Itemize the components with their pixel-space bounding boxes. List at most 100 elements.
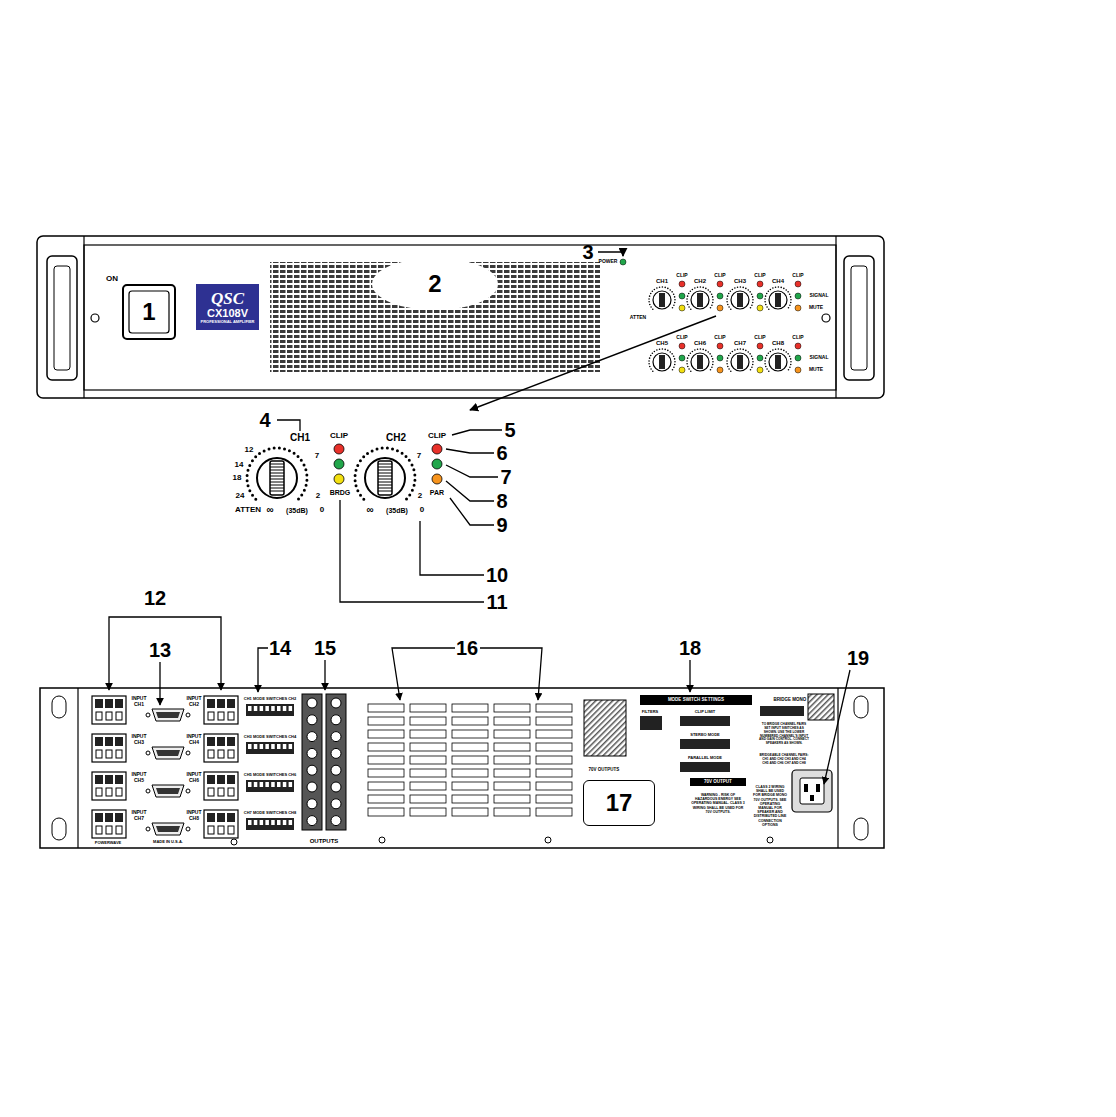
panel-label: CH3 MODE SWITCHES CH4 [244,735,296,739]
label-anchor: 0 [320,506,324,515]
label-anchor: 14 [235,461,244,470]
label-anchor: CLIP [714,273,725,279]
callout-number: 3 [582,241,593,263]
ellipse-shape [372,258,498,310]
panel-label: ATTEN [235,506,261,515]
instruction-text: TO BRIDGE CHANNEL PAIRS SET INPUT SWITCH… [759,723,809,746]
dial-number: 7 [315,452,319,461]
label-anchor: CH7 [734,340,746,347]
label-anchor: INPUT [132,696,147,702]
label-anchor: CH7 [134,816,144,822]
label-anchor: CH4 [189,740,199,746]
panel-label: CH2 [189,702,199,708]
callout-number: 12 [144,587,166,609]
panel-label: INPUT [132,734,147,740]
panel-label: SIGNAL [810,293,829,299]
callout-number: 6 [496,442,507,464]
label-anchor: ∞ [266,504,273,515]
label-anchor: (35dB) [286,507,308,515]
node-text: PROFESSIONAL AMPLIFIER [200,320,254,324]
led-label: CLIP [330,432,348,441]
panel-label: CLIP LIMIT [695,710,716,714]
dial-number: 0 [320,506,324,515]
label-anchor: CH5 [656,340,668,347]
label-anchor: CH1 [134,702,144,708]
label-anchor: 14 [269,637,291,659]
panel-label: SIGNAL [810,355,829,361]
label-anchor: 6 [496,442,507,464]
channel-label: CH2 [694,278,706,285]
label-anchor: CH6 [694,340,706,347]
label-anchor: 13 [149,639,171,661]
panel-label: CH4 [189,740,199,746]
label-anchor: 18 [679,637,701,659]
panel-label: PARALLEL MODE [688,756,722,760]
panel-label: INPUT [187,772,202,778]
dial-number: 14 [235,461,244,470]
callout-number: 14 [269,637,291,659]
label-anchor: MUTE [809,367,823,373]
label-anchor: CH2 [694,278,706,285]
dial-number: 0 [420,506,424,515]
dial-number: 7 [417,452,421,461]
label-anchor: BRIDGE MONO [774,698,807,703]
label-anchor: SIGNAL [810,293,829,299]
dial-number: 12 [245,446,254,455]
label-anchor: CH1 [290,432,310,443]
label-anchor: BRDG [330,489,351,497]
channel-label: CH4 [772,278,784,285]
panel-label: OUTPUTS [310,838,339,845]
label-anchor: CLIP [714,335,725,341]
dial-number: 24 [236,492,245,501]
panel-label: CH7 MODE SWITCHES CH8 [244,811,296,815]
panel-label: INPUT [132,696,147,702]
led-label: CLIP [754,273,765,279]
panel-label: CH8 [189,816,199,822]
label-anchor: CLIP [754,335,765,341]
channel-label: CH6 [694,340,706,347]
panel-label: ATTEN [630,315,646,321]
label-anchor: CH3 [134,740,144,746]
label-anchor: CH2 [189,702,199,708]
callout-number: 8 [496,490,507,512]
label-anchor: CLIP [754,273,765,279]
label-anchor: CH3 MODE SWITCHES CH4 [244,735,296,739]
label-anchor: ∞ [366,504,373,515]
grille-callout: 2 [372,258,498,310]
label-anchor: 12 [144,587,166,609]
led-label: CLIP [754,335,765,341]
panel-label: CH5 MODE SWITCHES CH6 [244,773,296,777]
label-anchor: 70V OUTPUT [704,780,732,785]
panel-label: INPUT [187,734,202,740]
panel-label: STEREO MODE [690,733,720,737]
dial-number: ∞ [266,504,273,515]
panel-label: 70V OUTPUTS [589,768,620,773]
callout-number: 16 [456,637,478,659]
led-label: CLIP [428,432,446,441]
label-anchor: CH4 [772,278,784,285]
label-anchor: CLIP [428,432,446,441]
label-anchor: CH7 MODE SWITCHES CH8 [244,811,296,815]
label-anchor: 9 [496,514,507,536]
callout-number: 10 [486,564,508,586]
label-anchor: SIGNAL [810,355,829,361]
label-anchor: 2 [418,492,422,501]
led-label: CLIP [792,273,803,279]
node-text: 17 [606,790,633,815]
label-anchor: 7 [417,452,421,461]
panel-label: INPUT [187,810,202,816]
label-anchor: 16 [456,637,478,659]
label-anchor: 7 [500,466,511,488]
label-anchor: CLIP [330,432,348,441]
label-anchor: 5 [504,419,515,441]
dial-number: ∞ [366,504,373,515]
label-anchor: CLIP [792,273,803,279]
label-anchor: CH2 [386,432,406,443]
label-anchor: MADE IN U.S.A. [153,840,183,844]
label-anchor: CLIP [676,273,687,279]
node-text: QSC [211,290,244,308]
channel-label: CH8 [772,340,784,347]
callout-number: 5 [504,419,515,441]
